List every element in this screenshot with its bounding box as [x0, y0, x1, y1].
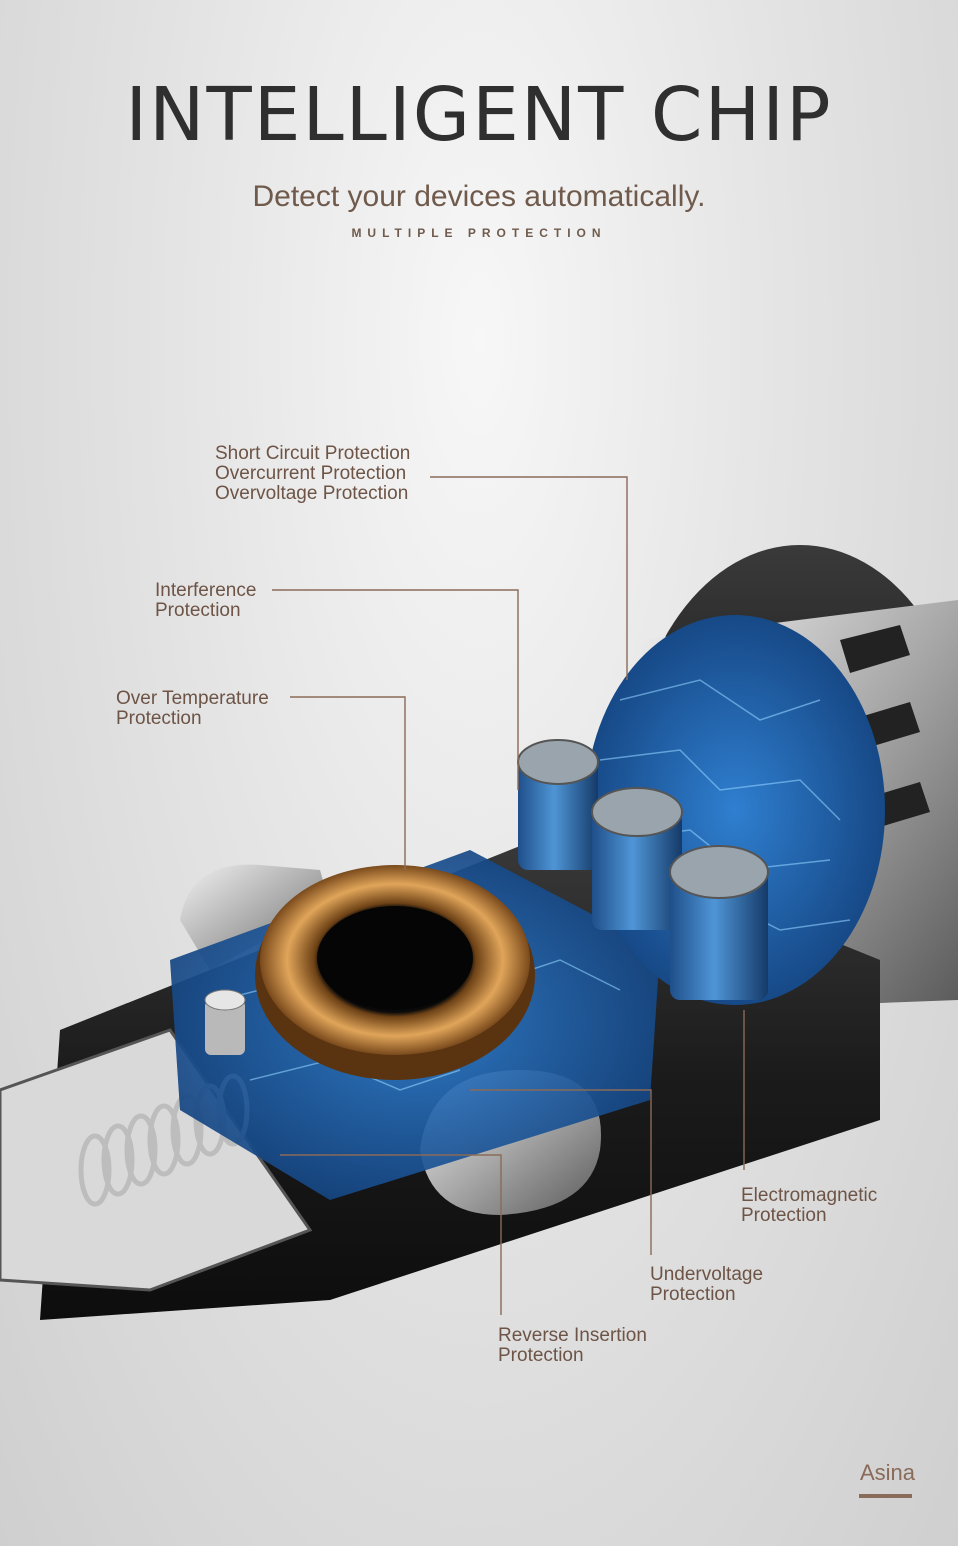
brand-underline	[859, 1494, 912, 1498]
callout-interference-protection: Interference Protection	[155, 580, 257, 621]
callout-circuit-protection: Short Circuit Protection Overcurrent Pro…	[215, 443, 411, 504]
callout-lines	[272, 476, 745, 1315]
callout-temperature-protection: Over Temperature Protection	[116, 688, 269, 729]
page-title: INTELLIGENT CHIP	[125, 72, 833, 158]
small-capacitor	[204, 989, 246, 1055]
callout-reverse-protection: Reverse Insertion Protection	[498, 1325, 647, 1366]
callout-undervoltage-protection: Undervoltage Protection	[650, 1264, 764, 1305]
page-tagline: MULTIPLE PROTECTION	[351, 226, 607, 240]
brand-logo: Asina	[860, 1460, 916, 1485]
capacitors	[517, 739, 769, 1000]
page-subtitle: Detect your devices automatically.	[252, 180, 706, 213]
toroid-coil	[255, 865, 535, 1080]
callout-electromagnetic-protection: Electromagnetic Protection	[741, 1185, 878, 1226]
